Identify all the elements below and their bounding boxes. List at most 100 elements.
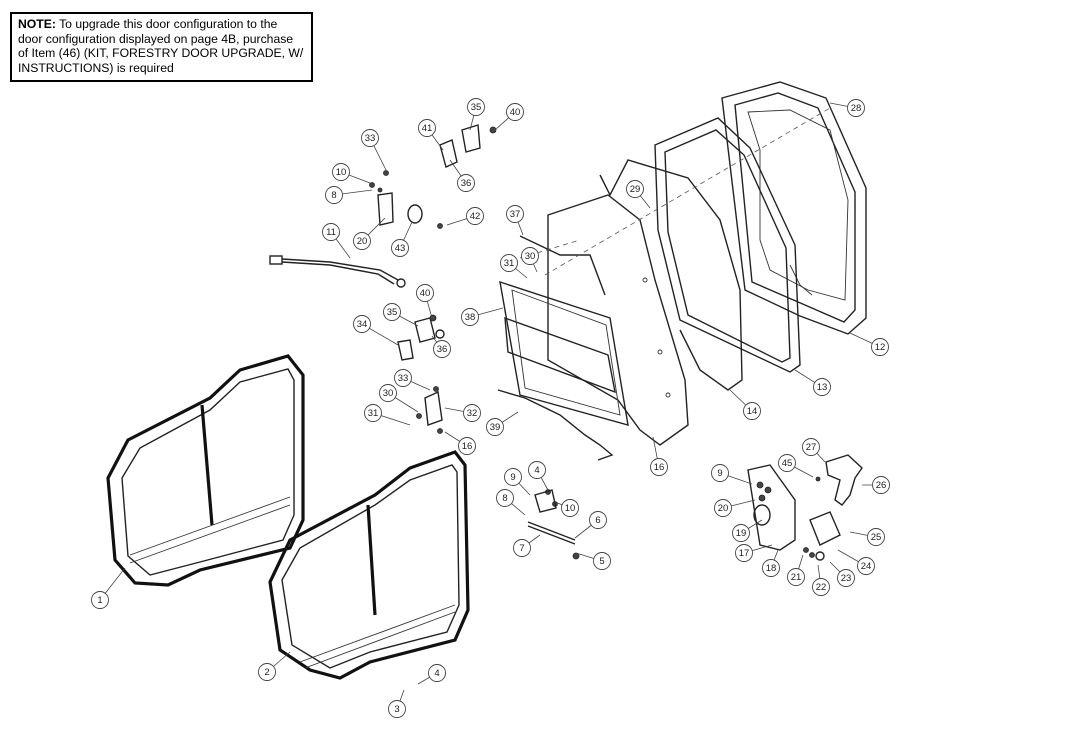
callout-9: 9 (711, 464, 753, 485)
callout-circle (504, 468, 522, 486)
callout-circle (506, 103, 524, 121)
callout-circle (872, 476, 890, 494)
callout-circle (467, 98, 485, 116)
callout-number: 28 (851, 103, 862, 114)
callout-number: 33 (365, 133, 376, 144)
callout-number: 22 (816, 582, 827, 593)
callout-circle (735, 544, 753, 562)
callout-circle (379, 384, 397, 402)
callout-circle (353, 315, 371, 333)
callout-number: 16 (462, 441, 473, 452)
callout-circle (383, 303, 401, 321)
callout-circle (732, 524, 750, 542)
note-label: NOTE: (18, 17, 56, 31)
callout-number: 8 (331, 190, 336, 201)
callout-39: 39 (486, 411, 519, 436)
callout-number: 9 (717, 468, 722, 479)
callout-circle (867, 528, 885, 546)
callout-number: 42 (470, 211, 481, 222)
callout-number: 17 (739, 548, 750, 559)
callout-21: 21 (787, 554, 805, 586)
callout-circle (457, 174, 475, 192)
callout-circle (433, 340, 451, 358)
hardware-hinge-lower (416, 386, 443, 434)
callout-33: 33 (394, 369, 431, 391)
callout-circle (463, 404, 481, 422)
callout-number: 1 (97, 595, 102, 606)
callout-37: 37 (506, 205, 524, 236)
callout-number: 45 (782, 458, 793, 469)
callout-number: 36 (461, 178, 472, 189)
callout-5: 5 (575, 552, 611, 570)
part-15-inner-panel (547, 194, 689, 446)
note-box: NOTE: To upgrade this door configuration… (10, 12, 313, 82)
callout-24: 24 (837, 549, 875, 575)
callout-number: 38 (465, 312, 476, 323)
part-14-gasket (599, 159, 743, 391)
callout-number: 4 (434, 668, 439, 679)
callout-number: 6 (595, 515, 600, 526)
callout-30: 30 (521, 247, 539, 273)
callout-circle (561, 499, 579, 517)
hardware-hinge-mid (397, 314, 445, 361)
callout-circle (711, 464, 729, 482)
callout-circle (871, 338, 889, 356)
callout-circle (458, 437, 476, 455)
part-38-interior-frame (499, 280, 629, 426)
callout-number: 16 (654, 462, 665, 473)
callout-number: 14 (747, 406, 758, 417)
callout-number: 25 (871, 532, 882, 543)
callout-number: 21 (791, 572, 802, 583)
callout-2: 2 (258, 651, 291, 681)
callout-18: 18 (762, 549, 780, 577)
callout-10: 10 (554, 499, 579, 517)
callout-36: 36 (449, 159, 475, 192)
callout-number: 11 (326, 227, 336, 238)
callout-circle (394, 369, 412, 387)
callout-circle (428, 664, 446, 682)
callout-25: 25 (849, 528, 885, 546)
callout-number: 19 (736, 528, 747, 539)
callout-number: 24 (861, 561, 872, 572)
callout-number: 2 (264, 667, 269, 678)
callout-30: 30 (379, 384, 419, 413)
callout-number: 5 (599, 556, 604, 567)
callout-20: 20 (353, 217, 386, 250)
callout-number: 31 (504, 258, 515, 269)
callout-number: 9 (510, 472, 515, 483)
callout-45: 45 (778, 454, 814, 478)
callout-circle (589, 511, 607, 529)
callout-number: 23 (841, 573, 852, 584)
callout-circle (322, 223, 340, 241)
callout-number: 43 (395, 243, 406, 254)
callout-circle (466, 207, 484, 225)
callout-circle (714, 499, 732, 517)
callout-circle (847, 99, 865, 117)
callout-circle (837, 569, 855, 587)
callout-number: 26 (876, 480, 887, 491)
callout-19: 19 (732, 519, 763, 542)
callout-17: 17 (735, 544, 773, 562)
callout-43: 43 (391, 221, 413, 257)
callout-circle (593, 552, 611, 570)
callout-28: 28 (829, 99, 865, 117)
callout-22: 22 (812, 564, 830, 596)
callout-8: 8 (496, 489, 526, 516)
callout-3: 3 (388, 689, 406, 718)
callout-circle (364, 404, 382, 422)
callout-number: 31 (368, 408, 379, 419)
callout-27: 27 (802, 438, 826, 463)
callout-number: 20 (718, 503, 729, 514)
part-13-door-seal (654, 117, 801, 373)
callout-circle (418, 119, 436, 137)
callout-number: 39 (490, 422, 501, 433)
callout-circle (388, 700, 406, 718)
callout-8: 8 (325, 186, 373, 204)
hardware-latch-upper (369, 170, 443, 229)
callout-number: 32 (467, 408, 478, 419)
callout-circle (500, 254, 518, 272)
callout-circle (778, 454, 796, 472)
callout-number: 40 (420, 288, 431, 299)
callout-36: 36 (431, 335, 451, 358)
callout-number: 7 (519, 543, 524, 554)
